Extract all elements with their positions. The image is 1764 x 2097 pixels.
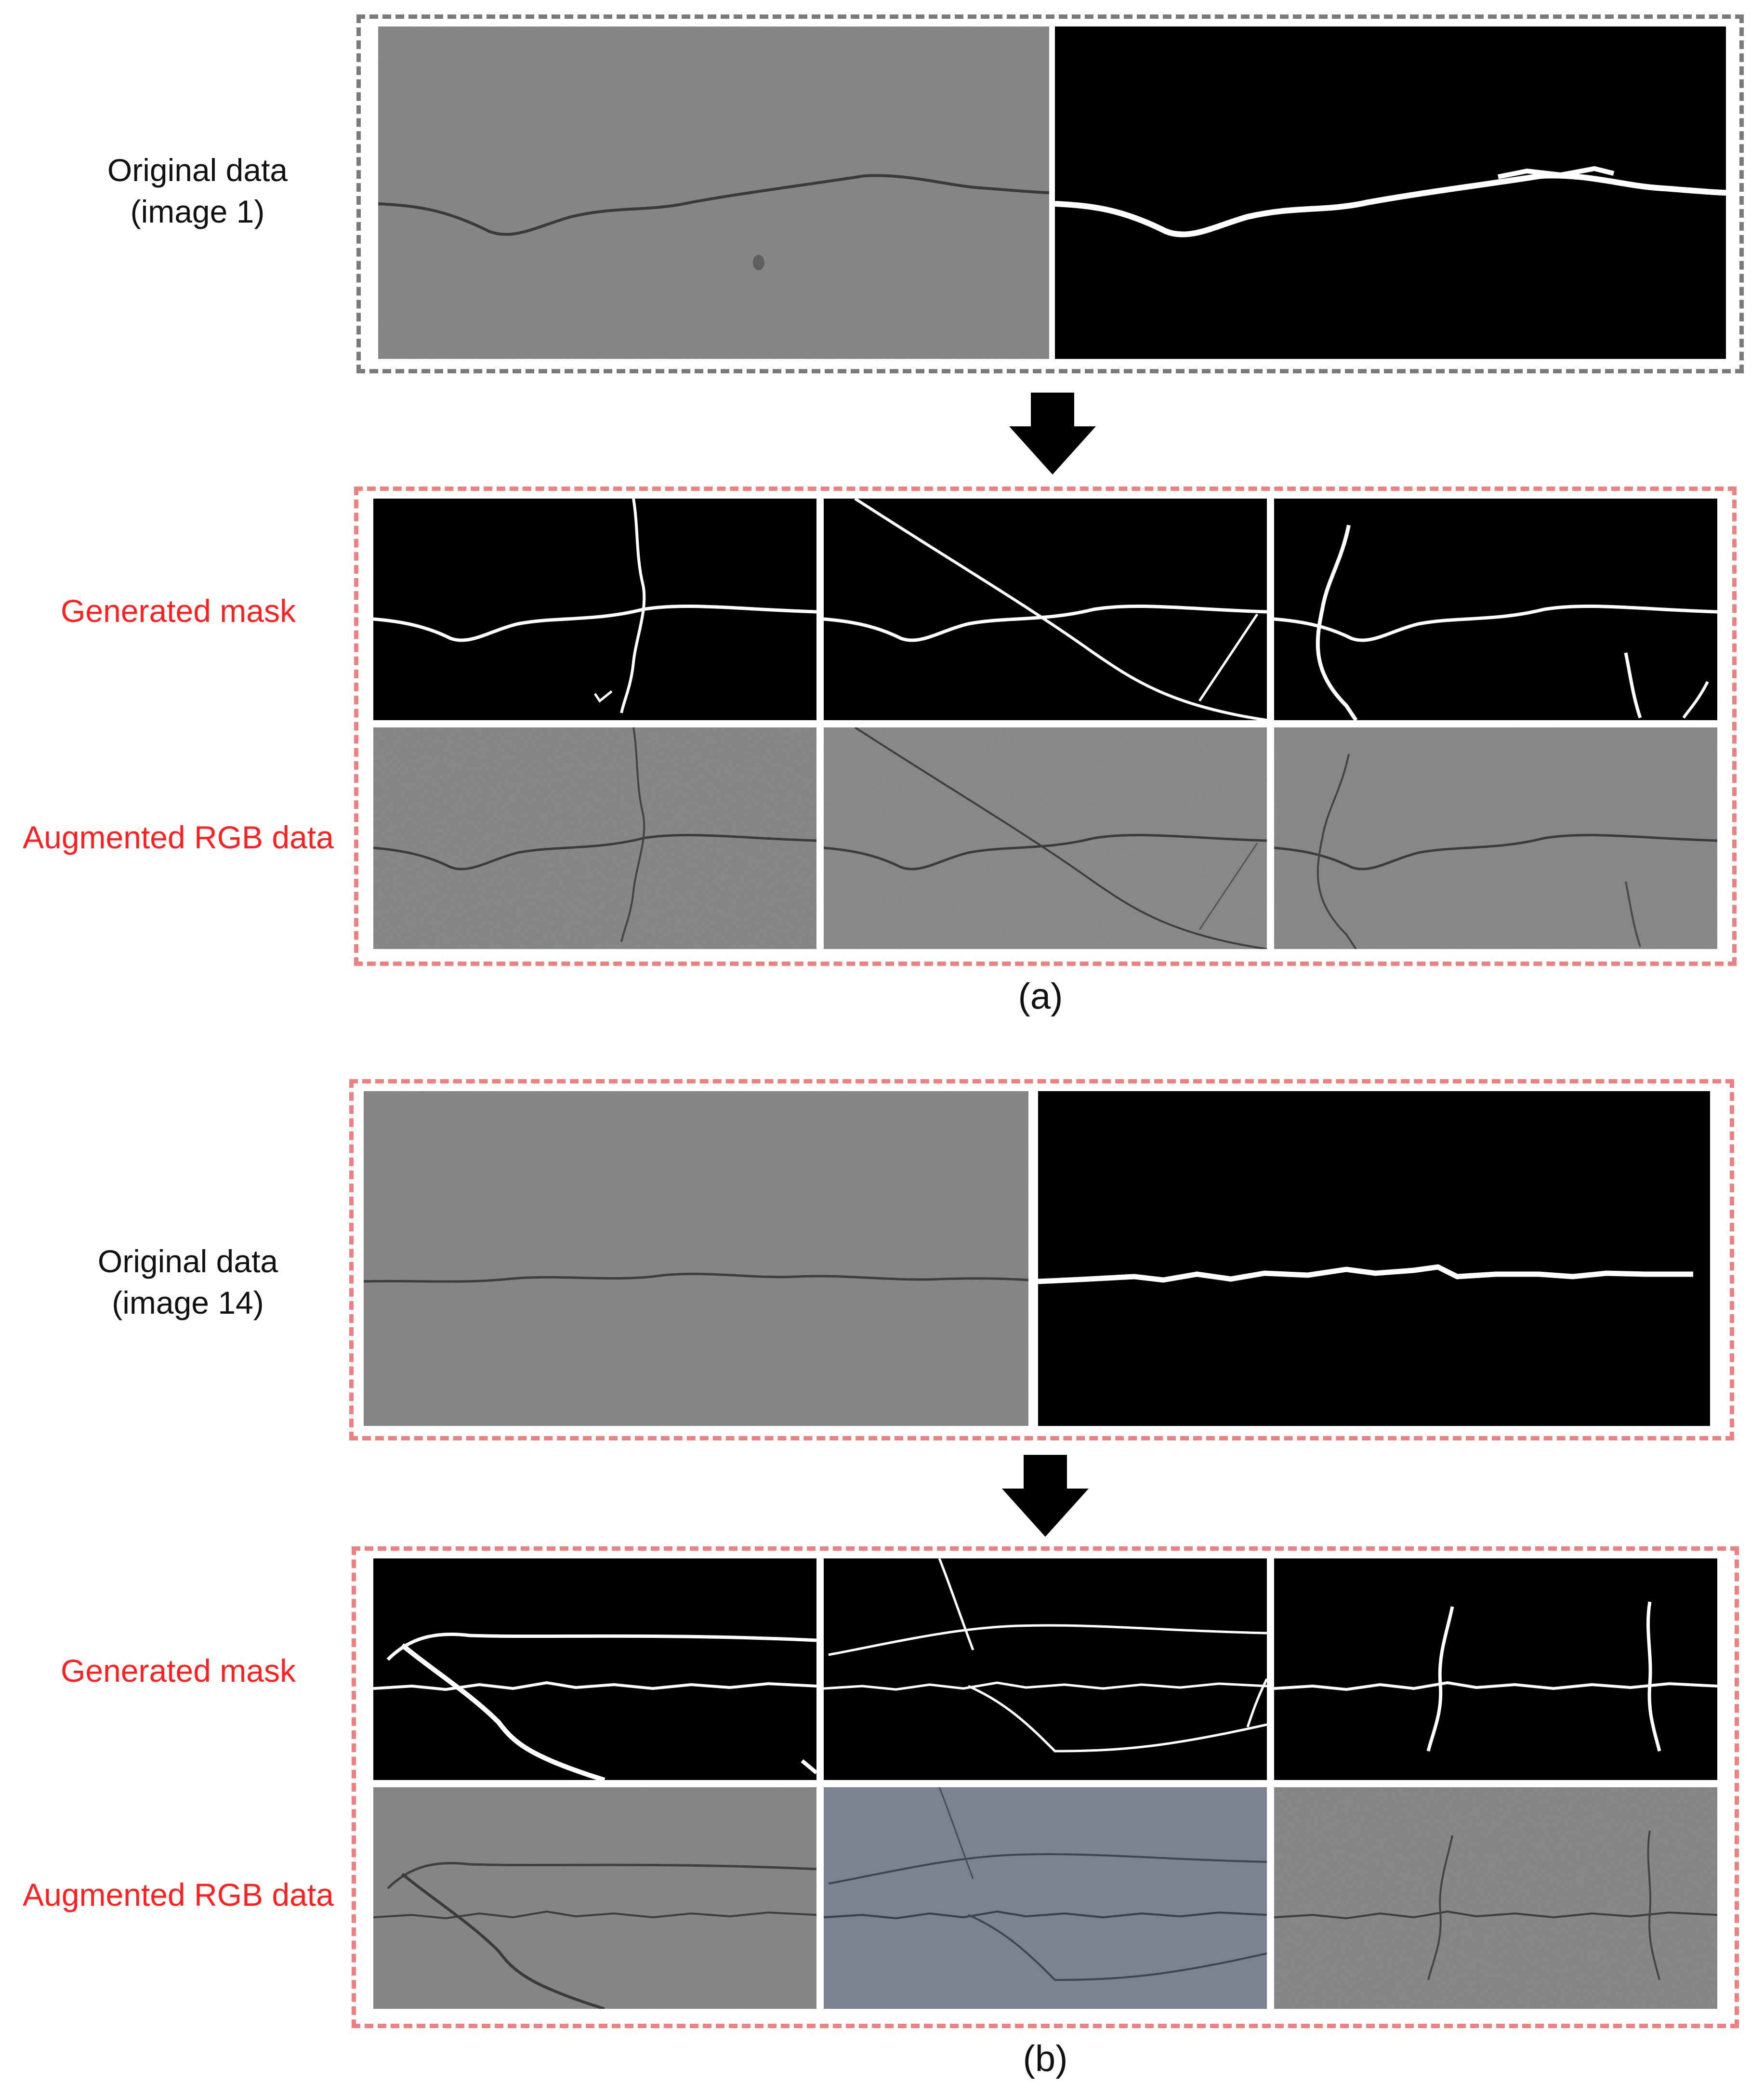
generated-mask-label-a: Generated mask: [61, 593, 296, 629]
original-frame-b: [349, 1079, 1734, 1440]
augmented-rgb-b3: [1274, 1787, 1717, 2009]
original-label-b: Original data (image 14): [63, 1240, 313, 1323]
augmented-rgb-label-b: Augmented RGB data: [23, 1877, 334, 1912]
original-label-a-line1: Original data: [107, 152, 288, 188]
original-label-a: Original data (image 1): [77, 149, 318, 232]
generated-mask-b3: [1274, 1558, 1717, 1780]
generated-mask-label-b: Generated mask: [61, 1653, 296, 1688]
generated-mask-b2: [824, 1558, 1267, 1780]
generated-mask-a1: [373, 499, 816, 720]
generated-mask-a2: [824, 499, 1267, 720]
caption-b: (b): [1023, 2038, 1068, 2079]
caption-a: (a): [1018, 976, 1063, 1017]
original-label-b-line1: Original data: [97, 1243, 278, 1279]
augmented-rgb-a3: [1274, 727, 1717, 949]
original-label-b-line2: (image 14): [112, 1285, 264, 1320]
down-arrow-icon-b: [1002, 1455, 1089, 1537]
original-label-a-line2: (image 1): [130, 194, 265, 229]
original-mask-b: [1038, 1091, 1710, 1426]
augmented-rgb-a1: [373, 727, 816, 949]
augmented-rgb-a2: [824, 727, 1267, 949]
original-mask-a: [1055, 26, 1726, 359]
original-frame-a: [356, 14, 1744, 373]
augmented-rgb-label-a: Augmented RGB data: [23, 819, 334, 855]
augmented-frame-a: [354, 487, 1737, 966]
augmented-rgb-b1: [373, 1787, 816, 2009]
augmented-rgb-b2: [824, 1787, 1267, 2009]
generated-mask-a3: [1274, 499, 1717, 720]
augmented-frame-b: [352, 1546, 1739, 2028]
original-rgb-image-b: [364, 1091, 1028, 1426]
generated-mask-b1: [373, 1558, 816, 1780]
original-rgb-image-a: [378, 26, 1049, 359]
down-arrow-icon-a: [1009, 393, 1096, 475]
